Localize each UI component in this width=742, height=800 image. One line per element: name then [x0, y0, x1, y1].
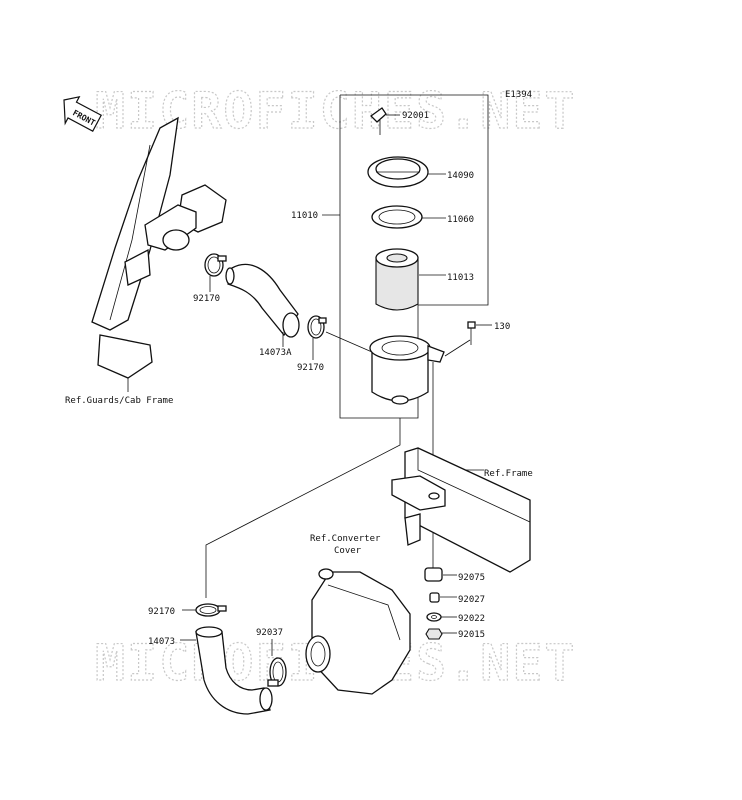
label-92170-mid: 92170 [297, 363, 324, 373]
air-cleaner-housing [369, 335, 445, 405]
label-11013: 11013 [447, 273, 474, 283]
clamp-92170-bottom [195, 603, 227, 617]
label-92037: 92037 [256, 628, 283, 638]
label-ref-frame: Ref.Frame [484, 469, 533, 479]
label-14073A: 14073A [259, 348, 292, 358]
hose-14073 [195, 626, 273, 715]
washer-92022 [426, 612, 442, 622]
label-14073: 14073 [148, 637, 175, 647]
rubber-mount-92075 [424, 567, 443, 582]
label-92022: 92022 [458, 614, 485, 624]
bolt-130 [467, 321, 476, 345]
assembly-bracket-11010 [339, 94, 489, 419]
collar-92027 [429, 592, 440, 603]
label-ref-converter-2: Cover [334, 546, 362, 556]
label-92015: 92015 [458, 630, 485, 640]
label-92001: 92001 [402, 111, 429, 121]
clamp-92170-top [204, 253, 227, 277]
filter-element-11013 [375, 248, 419, 311]
nut-92015 [425, 628, 443, 640]
main-frame [391, 447, 531, 573]
label-130: 130 [494, 322, 510, 332]
cab-frame [91, 116, 227, 392]
label-92027: 92027 [458, 595, 485, 605]
cover-14090 [367, 156, 429, 188]
diagram-code: E1394 [505, 90, 532, 100]
label-11010: 11010 [291, 211, 318, 221]
label-ref-guards: Ref.Guards/Cab Frame [65, 396, 173, 406]
clamp-92170-mid [307, 315, 327, 339]
label-11060: 11060 [447, 215, 474, 225]
hose-14073A [225, 263, 300, 338]
label-ref-converter-1: Ref.Converter [310, 534, 381, 544]
leader-housing-to-clamp [205, 418, 401, 598]
label-14090: 14090 [447, 171, 474, 181]
label-92170-top: 92170 [193, 294, 220, 304]
seal-11060 [371, 205, 423, 229]
label-92075: 92075 [458, 573, 485, 583]
converter-cover [305, 568, 411, 695]
front-arrow-icon: FRONT [63, 95, 103, 132]
clamp-92037 [267, 657, 287, 687]
label-92170-bottom: 92170 [148, 607, 175, 617]
screw-92001 [370, 107, 387, 135]
